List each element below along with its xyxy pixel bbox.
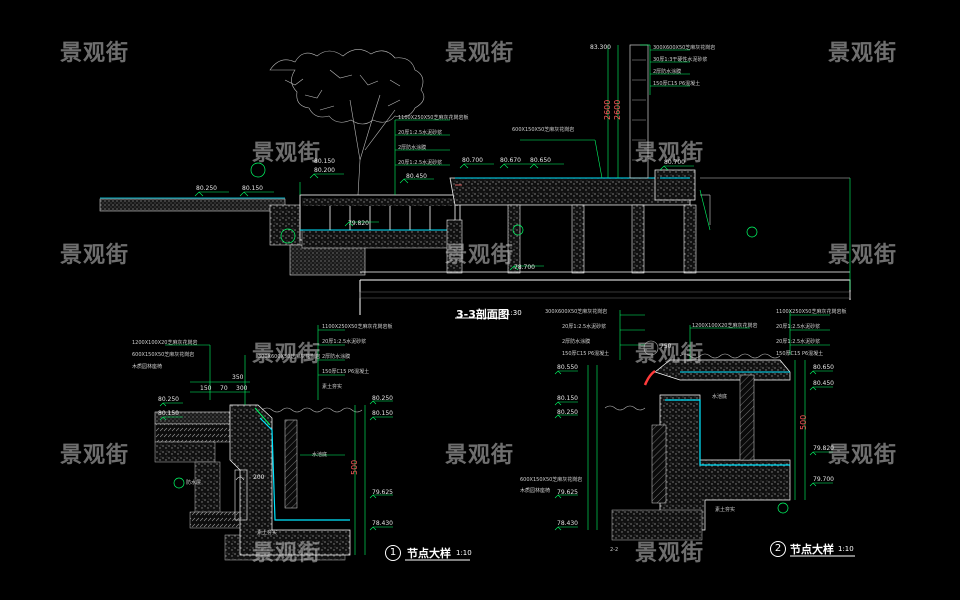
material-note: 木质园林座椅 (520, 488, 551, 494)
detail-2-drawing (554, 310, 833, 541)
material-note: 20厚1:2.5水泥砂浆 (398, 130, 443, 136)
level-label: 80.450 (813, 380, 834, 387)
material-note: 600X150X50芝麻灰花岗岩 (132, 352, 195, 358)
dimension-label: 350 (232, 374, 244, 381)
material-note: 20厚1:2.5水泥砂浆 (776, 339, 821, 345)
detail-1-title: 节点大样 (407, 547, 451, 560)
material-note: 1100X250X50芝麻灰花岗岩板 (776, 309, 847, 315)
level-label: 80.150 (158, 410, 179, 417)
level-label: 80.150 (314, 158, 335, 165)
material-note: 1200X100X20芝麻灰花岗岩 (692, 323, 758, 329)
level-label: 80.150 (242, 185, 263, 192)
level-label: 80.700 (664, 159, 685, 166)
tree-silhouette (269, 49, 425, 196)
material-note: 2厚防水涂膜 (322, 354, 351, 360)
level-label: 80.250 (557, 409, 578, 416)
level-label: 79.820 (813, 445, 834, 452)
level-label: 79.625 (557, 489, 578, 496)
level-label: 78.700 (514, 264, 535, 271)
level-label: 78.430 (557, 520, 578, 527)
detail-2-number: 2 (770, 541, 786, 557)
level-label: 80.550 (557, 364, 578, 371)
level-label: 78.430 (372, 520, 393, 527)
material-note: 水池底 (712, 394, 728, 400)
material-note: 20厚1:2.5水泥砂浆 (562, 324, 607, 330)
material-note: 2厚防水涂膜 (562, 339, 591, 345)
level-label: 79.700 (813, 476, 834, 483)
dimension-label: 750 (660, 343, 672, 350)
level-label: 80.150 (557, 395, 578, 402)
material-note: 20厚1:2.5水泥砂浆 (398, 160, 443, 166)
level-label: 80.250 (196, 185, 217, 192)
detail-2-title: 节点大样 (790, 543, 834, 556)
material-note: 素土夯实 (715, 507, 736, 513)
detail-1-drawing (154, 325, 393, 561)
material-note: 600X150X50芝麻灰花岗岩 (512, 127, 575, 133)
dimension-label: 300 (236, 385, 248, 392)
dimension-label: 2600 (613, 99, 622, 120)
dimension-label: 500 (350, 459, 359, 475)
material-note: 木质园林座椅 (132, 364, 163, 370)
level-label: 80.250 (372, 395, 393, 402)
dimension-label: 500 (799, 414, 808, 430)
detail-1-scale: 1:10 (456, 549, 472, 557)
material-note: 水池底 (312, 452, 328, 458)
level-label: 80.650 (530, 157, 551, 164)
detail-1-number: 1 (385, 545, 401, 561)
material-note: 素土夯实 (322, 384, 343, 390)
material-note: 20厚1:2.5水泥砂浆 (776, 324, 821, 330)
material-note: 1200X100X20芝麻灰花岗岩 (132, 340, 198, 346)
material-note: 素土夯实 (257, 530, 278, 536)
material-note: 300X600X50芝麻灰花岗岩 (258, 354, 321, 360)
material-note: 300X600X50芝麻灰花岗岩 (653, 45, 716, 51)
material-note: 600X150X50芝麻灰花岗岩 (520, 477, 583, 483)
material-note: 30厚1:3干硬性水泥砂浆 (653, 57, 708, 63)
section-scale: 1:30 (506, 309, 522, 317)
level-label: 80.700 (462, 157, 483, 164)
material-note: 20厚1:2.5水泥砂浆 (322, 339, 367, 345)
dimension-label: 150 (200, 385, 212, 392)
level-label: 80.150 (372, 410, 393, 417)
section-title: 3-3剖面图 (456, 308, 509, 321)
level-label: 79.625 (372, 489, 393, 496)
level-label: 80.200 (314, 167, 335, 174)
section-3-3 (99, 44, 851, 315)
dimension-label: 2600 (603, 99, 612, 120)
dimension-label: 200 (253, 474, 265, 481)
material-note: 150厚C15 P6混凝土 (776, 351, 824, 357)
material-note: 2厚防水涂膜 (398, 145, 427, 151)
detail-2-scale: 1:10 (838, 545, 854, 553)
level-label: 83.300 (590, 44, 611, 51)
material-note: 2厚防水涂膜 (653, 69, 682, 75)
material-note: 300X600X50芝麻灰花岗岩 (545, 309, 608, 315)
material-note: 150厚C15 P6混凝土 (562, 351, 610, 357)
material-note: 1100X250X50芝麻灰花岗岩板 (322, 324, 393, 330)
material-note: 防水层 (186, 480, 202, 486)
material-note: 1100X250X50芝麻灰花岗岩板 (398, 115, 469, 121)
dimension-label: 70 (220, 385, 228, 392)
material-note: 150厚C15 P6混凝土 (653, 81, 701, 87)
level-label: 80.450 (406, 173, 427, 180)
section-marker-label: 2-2 (610, 547, 619, 553)
level-label: 80.650 (813, 364, 834, 371)
material-note: 150厚C15 P6混凝土 (322, 369, 370, 375)
level-label: 80.250 (158, 396, 179, 403)
level-label: 79.820 (348, 220, 369, 227)
level-label: 80.670 (500, 157, 521, 164)
